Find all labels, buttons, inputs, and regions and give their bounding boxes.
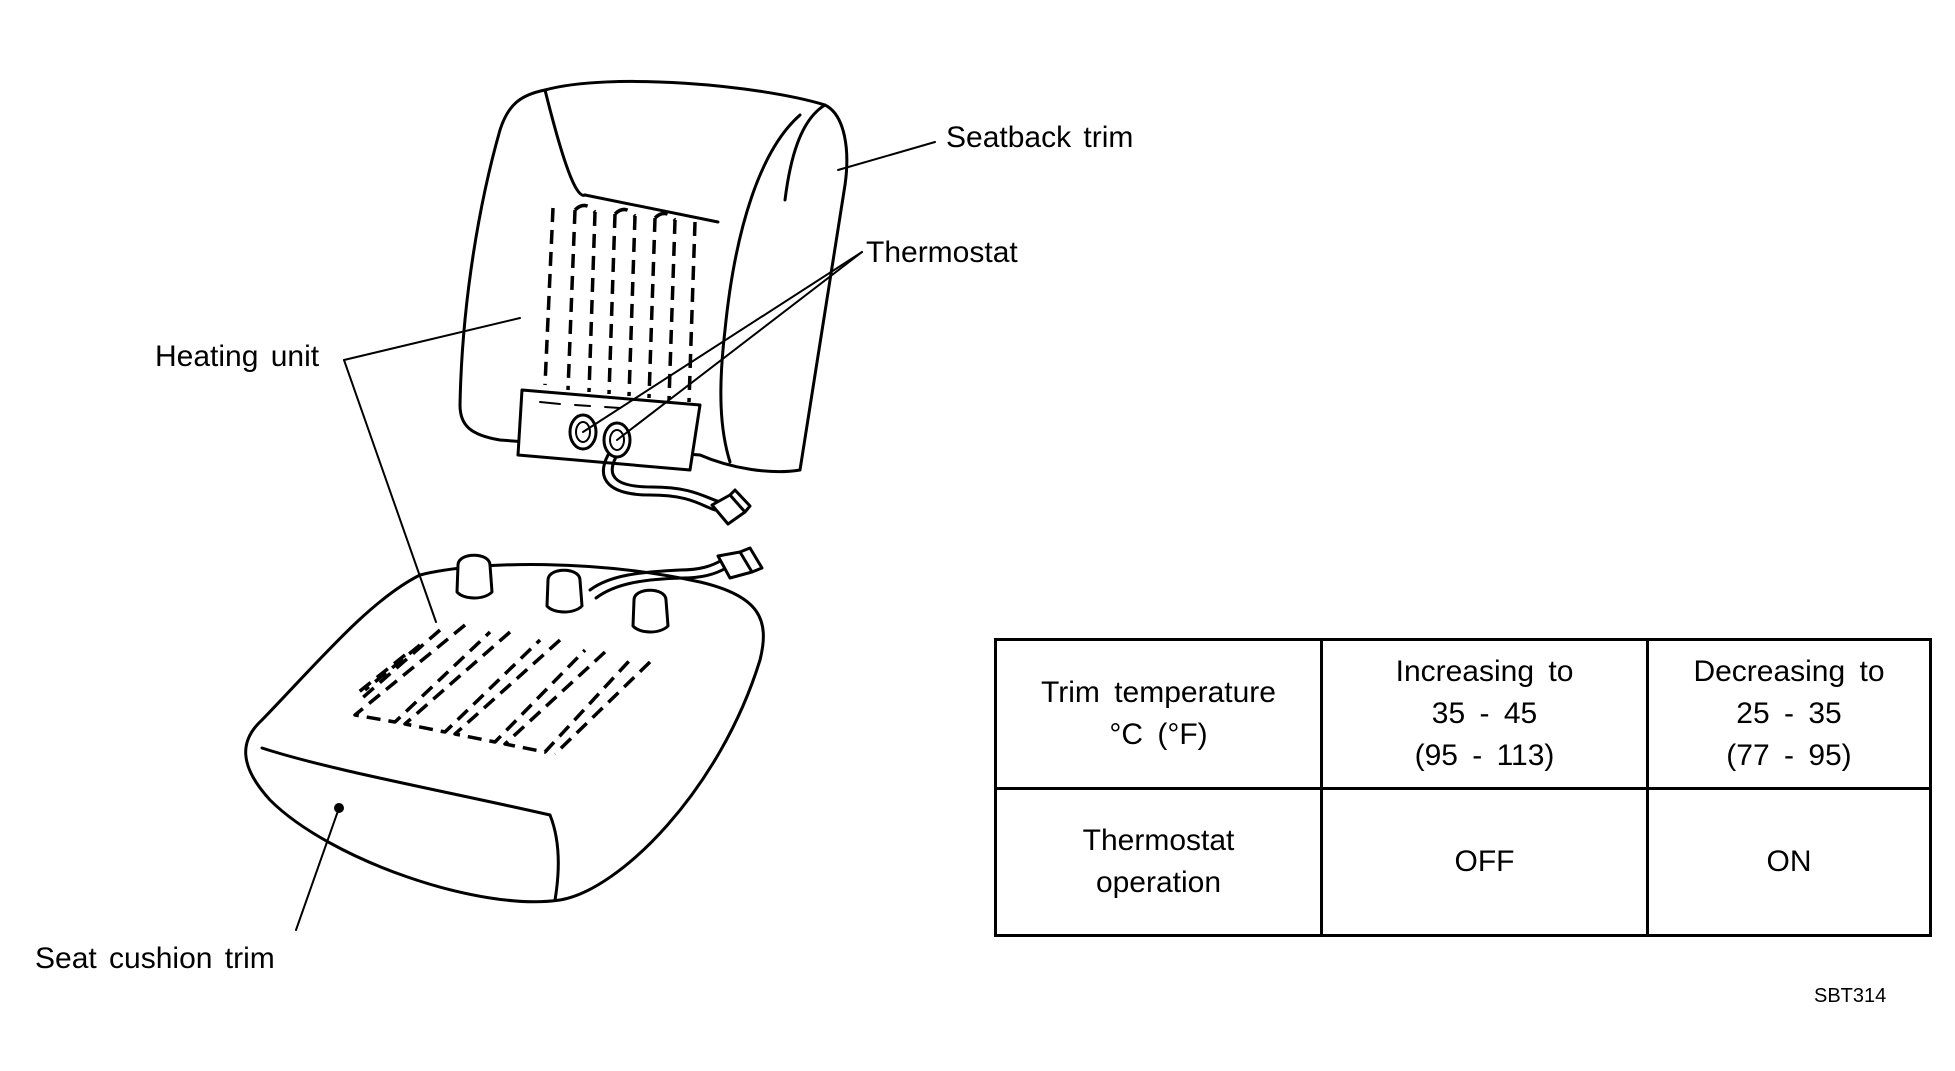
cushion-connector — [716, 546, 764, 580]
cell-increasing: Increasing to 35 - 45 (95 - 113) — [1320, 638, 1649, 790]
label-heating-unit: Heating unit — [155, 340, 320, 373]
seatback — [458, 79, 849, 526]
seat-cushion — [244, 546, 765, 904]
header-thermostat-operation: Thermostat operation — [994, 787, 1323, 937]
seatback-heating-grid — [543, 203, 697, 403]
table-row: Thermostat operation OFF ON — [994, 787, 1932, 937]
leader-lines — [295, 141, 936, 931]
cell-decreasing: Decreasing to 25 - 35 (77 - 95) — [1646, 638, 1932, 790]
cell-on: ON — [1646, 787, 1932, 937]
header-trim-temperature: Trim temperature °C (°F) — [994, 638, 1323, 790]
label-seat-cushion-trim: Seat cushion trim — [35, 942, 275, 975]
label-seatback-trim: Seatback trim — [946, 121, 1133, 154]
cell-off: OFF — [1320, 787, 1649, 937]
cushion-heating-grid — [353, 623, 652, 756]
thermostat-spec-table: Trim temperature °C (°F) Increasing to 3… — [994, 638, 1932, 937]
cushion-clips — [455, 553, 670, 634]
figure-code: SBT314 — [1814, 985, 1887, 1007]
table-row: Trim temperature °C (°F) Increasing to 3… — [994, 638, 1932, 790]
seatback-connector — [710, 488, 752, 526]
label-thermostat: Thermostat — [866, 236, 1018, 269]
